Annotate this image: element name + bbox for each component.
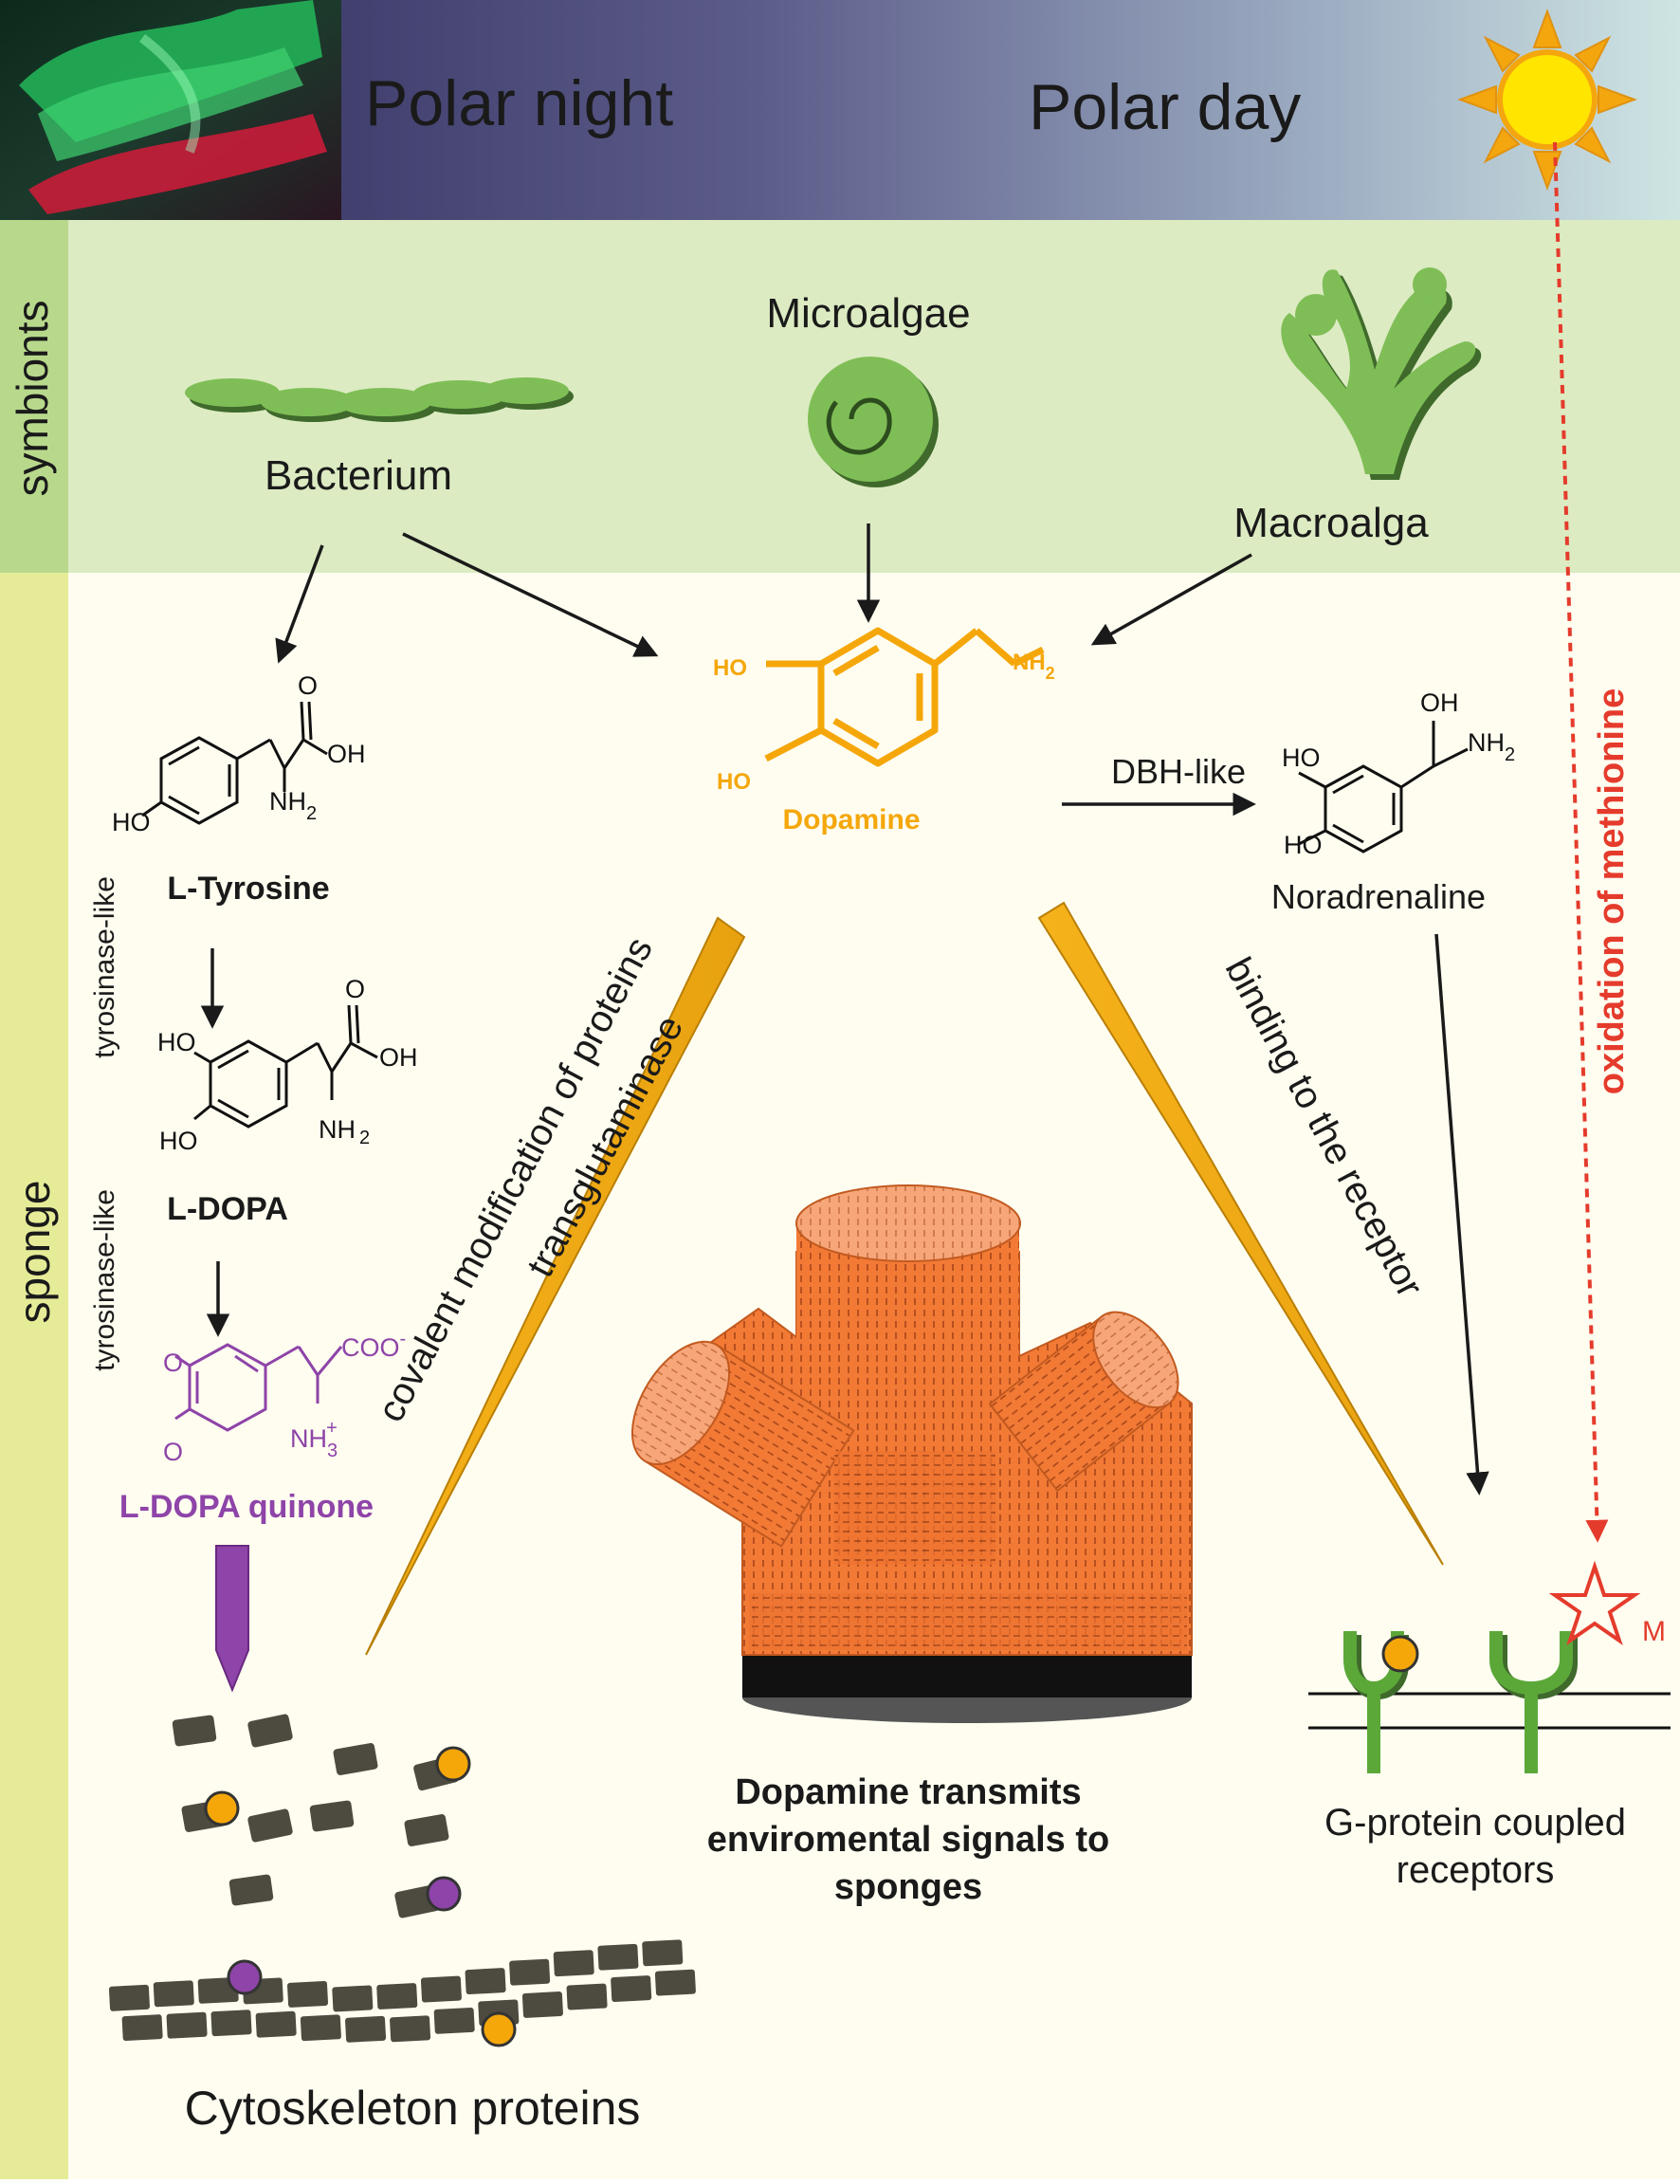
dopamine-nh-sub: 2 — [1046, 664, 1055, 683]
enzyme-tyrosinase-1: tyrosinase-like — [89, 876, 120, 1058]
noradrenaline-label: Noradrenaline — [1271, 877, 1486, 916]
svg-text:NH2: NH2 — [319, 1115, 370, 1148]
quinone-o-top: O — [163, 1349, 183, 1377]
dopamine-structure: HO HO NH2 Dopamine — [713, 627, 1055, 835]
dopa-ho-bottom: HO — [159, 1127, 198, 1155]
methionine-star-icon — [1548, 1560, 1641, 1646]
quinone-coo-charge: - — [400, 1329, 407, 1349]
noradrenaline-ho-bottom: HO — [1284, 831, 1323, 859]
quinone-o-bottom: O — [163, 1438, 183, 1466]
caption-line-1: Dopamine transmits — [735, 1772, 1081, 1812]
quinone-nh: NH — [290, 1424, 327, 1453]
dopamine-dot — [481, 2011, 517, 2047]
quinone-label: L-DOPA quinone — [119, 1489, 374, 1525]
dopamine-nh: NH — [1013, 650, 1046, 675]
quinone-coo: COO — [341, 1333, 400, 1362]
enzyme-tyrosinase-2: tyrosinase-like — [89, 1189, 120, 1371]
dopamine-ho-top: HO — [713, 655, 747, 681]
svg-text:NH2: NH2 — [269, 787, 317, 824]
tyrosine-o: O — [298, 671, 318, 700]
receptor-1 — [1343, 1631, 1419, 1773]
dopa-label: L-DOPA — [167, 1191, 288, 1227]
noradrenaline-oh: OH — [1420, 688, 1459, 717]
quinone-nh-charge: + — [326, 1418, 338, 1439]
dopa-ho-top: HO — [157, 1028, 196, 1056]
dopamine-ho-bottom: HO — [717, 769, 751, 795]
tyrosine-nh-sub: 2 — [306, 803, 317, 824]
cytoskeleton-filament — [108, 1939, 696, 2043]
taper-covalent — [365, 916, 746, 1656]
receptor-2 — [1489, 1631, 1578, 1773]
noradrenaline-structure: HO HO OH NH2 Noradrenaline — [1271, 688, 1515, 916]
bacterium-label: Bacterium — [265, 452, 452, 499]
quinone-nh-sub: 3 — [327, 1441, 338, 1461]
dbh-label: DBH-like — [1111, 752, 1246, 791]
sun-icon — [1457, 9, 1637, 191]
methionine-label: M — [1642, 1616, 1666, 1647]
dopamine-dot — [435, 1746, 471, 1782]
macroalga-icon — [1281, 267, 1482, 480]
sponge-tab — [0, 573, 68, 2179]
receptors-line-1: G-protein coupled — [1324, 1802, 1626, 1844]
tyrosine-oh: OH — [327, 740, 366, 768]
symbionts-tab — [0, 220, 68, 573]
tyrosine-ho: HO — [112, 808, 151, 836]
noradrenaline-nh-sub: 2 — [1505, 744, 1515, 765]
noradrenaline-ho-top: HO — [1282, 743, 1321, 772]
cytoskeleton-dots — [204, 1746, 517, 2047]
arrow-oxidation — [1553, 141, 1609, 1543]
dopa-nh-sub: 2 — [359, 1128, 370, 1148]
aurora-image — [0, 0, 341, 220]
polar-day-label: Polar day — [1029, 71, 1301, 143]
noradrenaline-nh: NH — [1468, 728, 1505, 757]
microalgae-icon — [808, 357, 939, 487]
quinone-structure: O O COO- NH3+ — [163, 1329, 406, 1466]
bacterium-icon — [185, 377, 574, 422]
tyrosine-nh: NH — [269, 787, 306, 816]
quinone-dot — [426, 1876, 462, 1912]
symbionts-label: symbionts — [8, 300, 57, 496]
macroalga-label: Macroalga — [1233, 500, 1429, 546]
receptors-line-2: receptors — [1397, 1849, 1555, 1891]
arrow-noradrenaline-to-receptor — [1434, 933, 1489, 1496]
caption-line-3: sponges — [834, 1867, 982, 1907]
svg-text:COO-: COO- — [341, 1329, 406, 1362]
arrow-bacterium-to-dopamine — [402, 532, 659, 657]
cytoskeleton-label: Cytoskeleton proteins — [185, 2082, 641, 2135]
tyrosine-structure: O OH NH2 HO — [112, 671, 366, 836]
sponge-illustration — [630, 1184, 1193, 1723]
tyrosine-label: L-Tyrosine — [167, 871, 329, 907]
arrow-bacterium-to-tyrosine — [275, 544, 324, 664]
microalgae-label: Microalgae — [766, 290, 970, 337]
caption-line-2: enviromental signals to — [707, 1820, 1109, 1860]
dopamine-dot — [204, 1790, 240, 1826]
oxidation-label: oxidation of methionine — [1592, 688, 1632, 1095]
dopa-nh: NH — [319, 1115, 356, 1144]
quinone-dot — [227, 1959, 263, 1995]
polar-night-label: Polar night — [365, 67, 673, 139]
bound-dopamine-dot — [1381, 1635, 1419, 1673]
svg-text:NH3+: NH3+ — [290, 1418, 338, 1461]
dopa-oh: OH — [379, 1043, 418, 1072]
arrow-macroalga-to-dopamine — [1090, 553, 1252, 646]
quinone-arrow — [215, 1545, 249, 1693]
taper-binding — [1037, 901, 1444, 1566]
dopamine-label: Dopamine — [782, 804, 920, 835]
header-band: Polar night Polar day — [0, 0, 1680, 220]
svg-text:NH2: NH2 — [1013, 650, 1055, 683]
sponge-label: sponge — [9, 1181, 59, 1324]
svg-text:NH2: NH2 — [1468, 728, 1515, 765]
dopa-o: O — [345, 975, 365, 1003]
